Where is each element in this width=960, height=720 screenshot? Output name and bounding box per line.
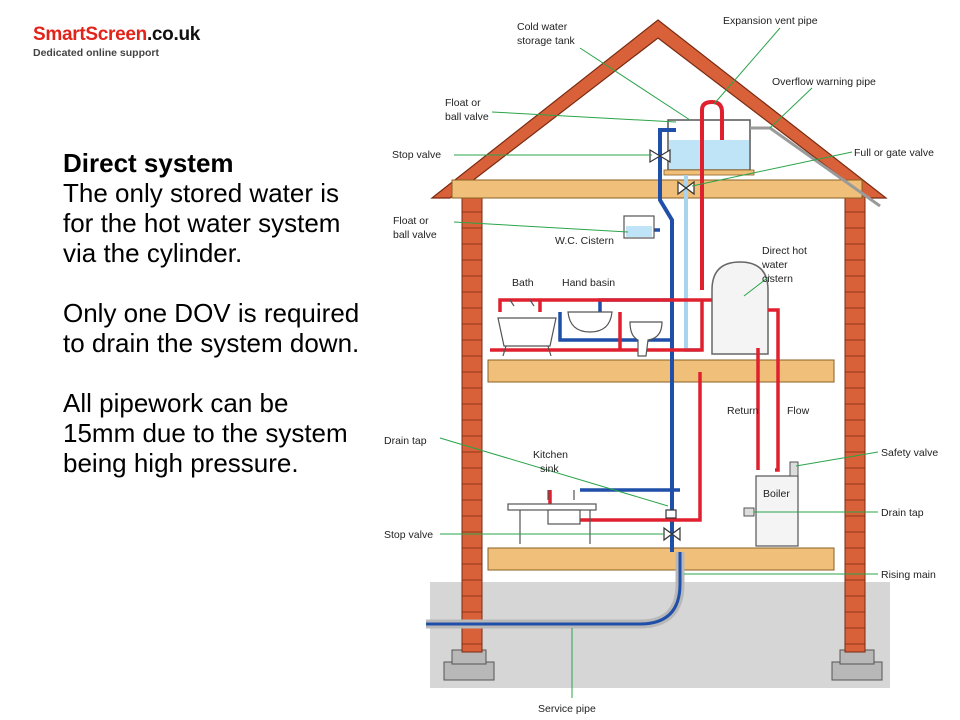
logo: SmartScreen.co.uk Dedicated online suppo… [33, 24, 200, 59]
hand-basin [567, 311, 613, 333]
wc [629, 321, 663, 357]
paragraph-dov: Only one DOV is required to drain the sy… [63, 298, 360, 358]
paragraph-stored-water: The only stored water is for the hot wat… [63, 178, 341, 268]
bath [497, 299, 557, 357]
label-wc-cistern: W.C. Cistern [555, 235, 614, 247]
label-full-gate-valve: Full or gate valve [854, 147, 934, 159]
floor-upper [487, 359, 835, 383]
label-kitchen-1: Kitchen [533, 449, 568, 461]
label-direct-hot-3: cistern [762, 273, 793, 285]
label-service-pipe: Service pipe [538, 703, 596, 715]
label-cold-water-tank-2: storage tank [517, 35, 576, 47]
logo-wordmark: SmartScreen.co.uk [33, 24, 200, 46]
label-stop-valve-bottom: Stop valve [384, 529, 433, 541]
floor-ground [487, 547, 835, 571]
label-kitchen-2: sink [540, 463, 559, 475]
label-float-valve-top-1: Float or [445, 97, 481, 109]
label-float-valve-wc-1: Float or [393, 215, 429, 227]
label-stop-valve-top: Stop valve [392, 149, 441, 161]
label-expansion-vent-pipe: Expansion vent pipe [723, 15, 818, 27]
wc-cistern [623, 215, 655, 239]
logo-brand: SmartScreen [33, 24, 147, 45]
kitchen-sink [507, 490, 597, 544]
roof [430, 19, 888, 199]
gate-valve [677, 180, 695, 196]
wall-right [844, 195, 866, 653]
footing-right [831, 649, 883, 681]
flow-return-pipes [756, 308, 780, 472]
ground [430, 582, 890, 688]
stop-valve-top [649, 148, 671, 164]
cold-feed-pipe [684, 175, 700, 352]
label-direct-hot-2: water [761, 259, 788, 271]
description-text: Direct system The only stored water is f… [63, 148, 363, 478]
heading: Direct system [63, 148, 234, 178]
label-safety-valve: Safety valve [881, 447, 938, 459]
boiler [743, 461, 799, 547]
label-flow: Flow [787, 405, 810, 417]
leader-lines [439, 27, 879, 698]
label-drain-tap-left: Drain tap [384, 435, 427, 447]
label-overflow-warning-pipe: Overflow warning pipe [772, 76, 876, 88]
hot-water-cylinder [711, 261, 769, 355]
expansion-vent-pipe [700, 99, 724, 290]
label-float-valve-top-2: ball valve [445, 111, 489, 123]
stop-valve-bottom [663, 526, 681, 542]
label-float-valve-wc-2: ball valve [393, 229, 437, 241]
label-hand-basin: Hand basin [562, 277, 615, 289]
label-drain-tap-right: Drain tap [881, 507, 924, 519]
label-bath: Bath [512, 277, 534, 289]
drain-tap-valve [665, 509, 677, 519]
hot-pipes [490, 298, 712, 522]
label-rising-main: Rising main [881, 569, 936, 581]
label-boiler: Boiler [763, 488, 790, 500]
label-direct-hot-1: Direct hot [762, 245, 807, 257]
cold-water-tank [663, 119, 755, 176]
rising-main-pipe [658, 128, 676, 552]
wall-left [461, 195, 483, 653]
label-cold-water-tank-1: Cold water [517, 21, 568, 33]
footing-left [443, 649, 495, 681]
logo-tagline: Dedicated online support [33, 47, 160, 59]
paragraph-pipework: All pipework can be 15mm due to the syst… [63, 388, 348, 478]
label-return: Return [727, 405, 759, 417]
logo-domain: .co.uk [146, 24, 201, 45]
